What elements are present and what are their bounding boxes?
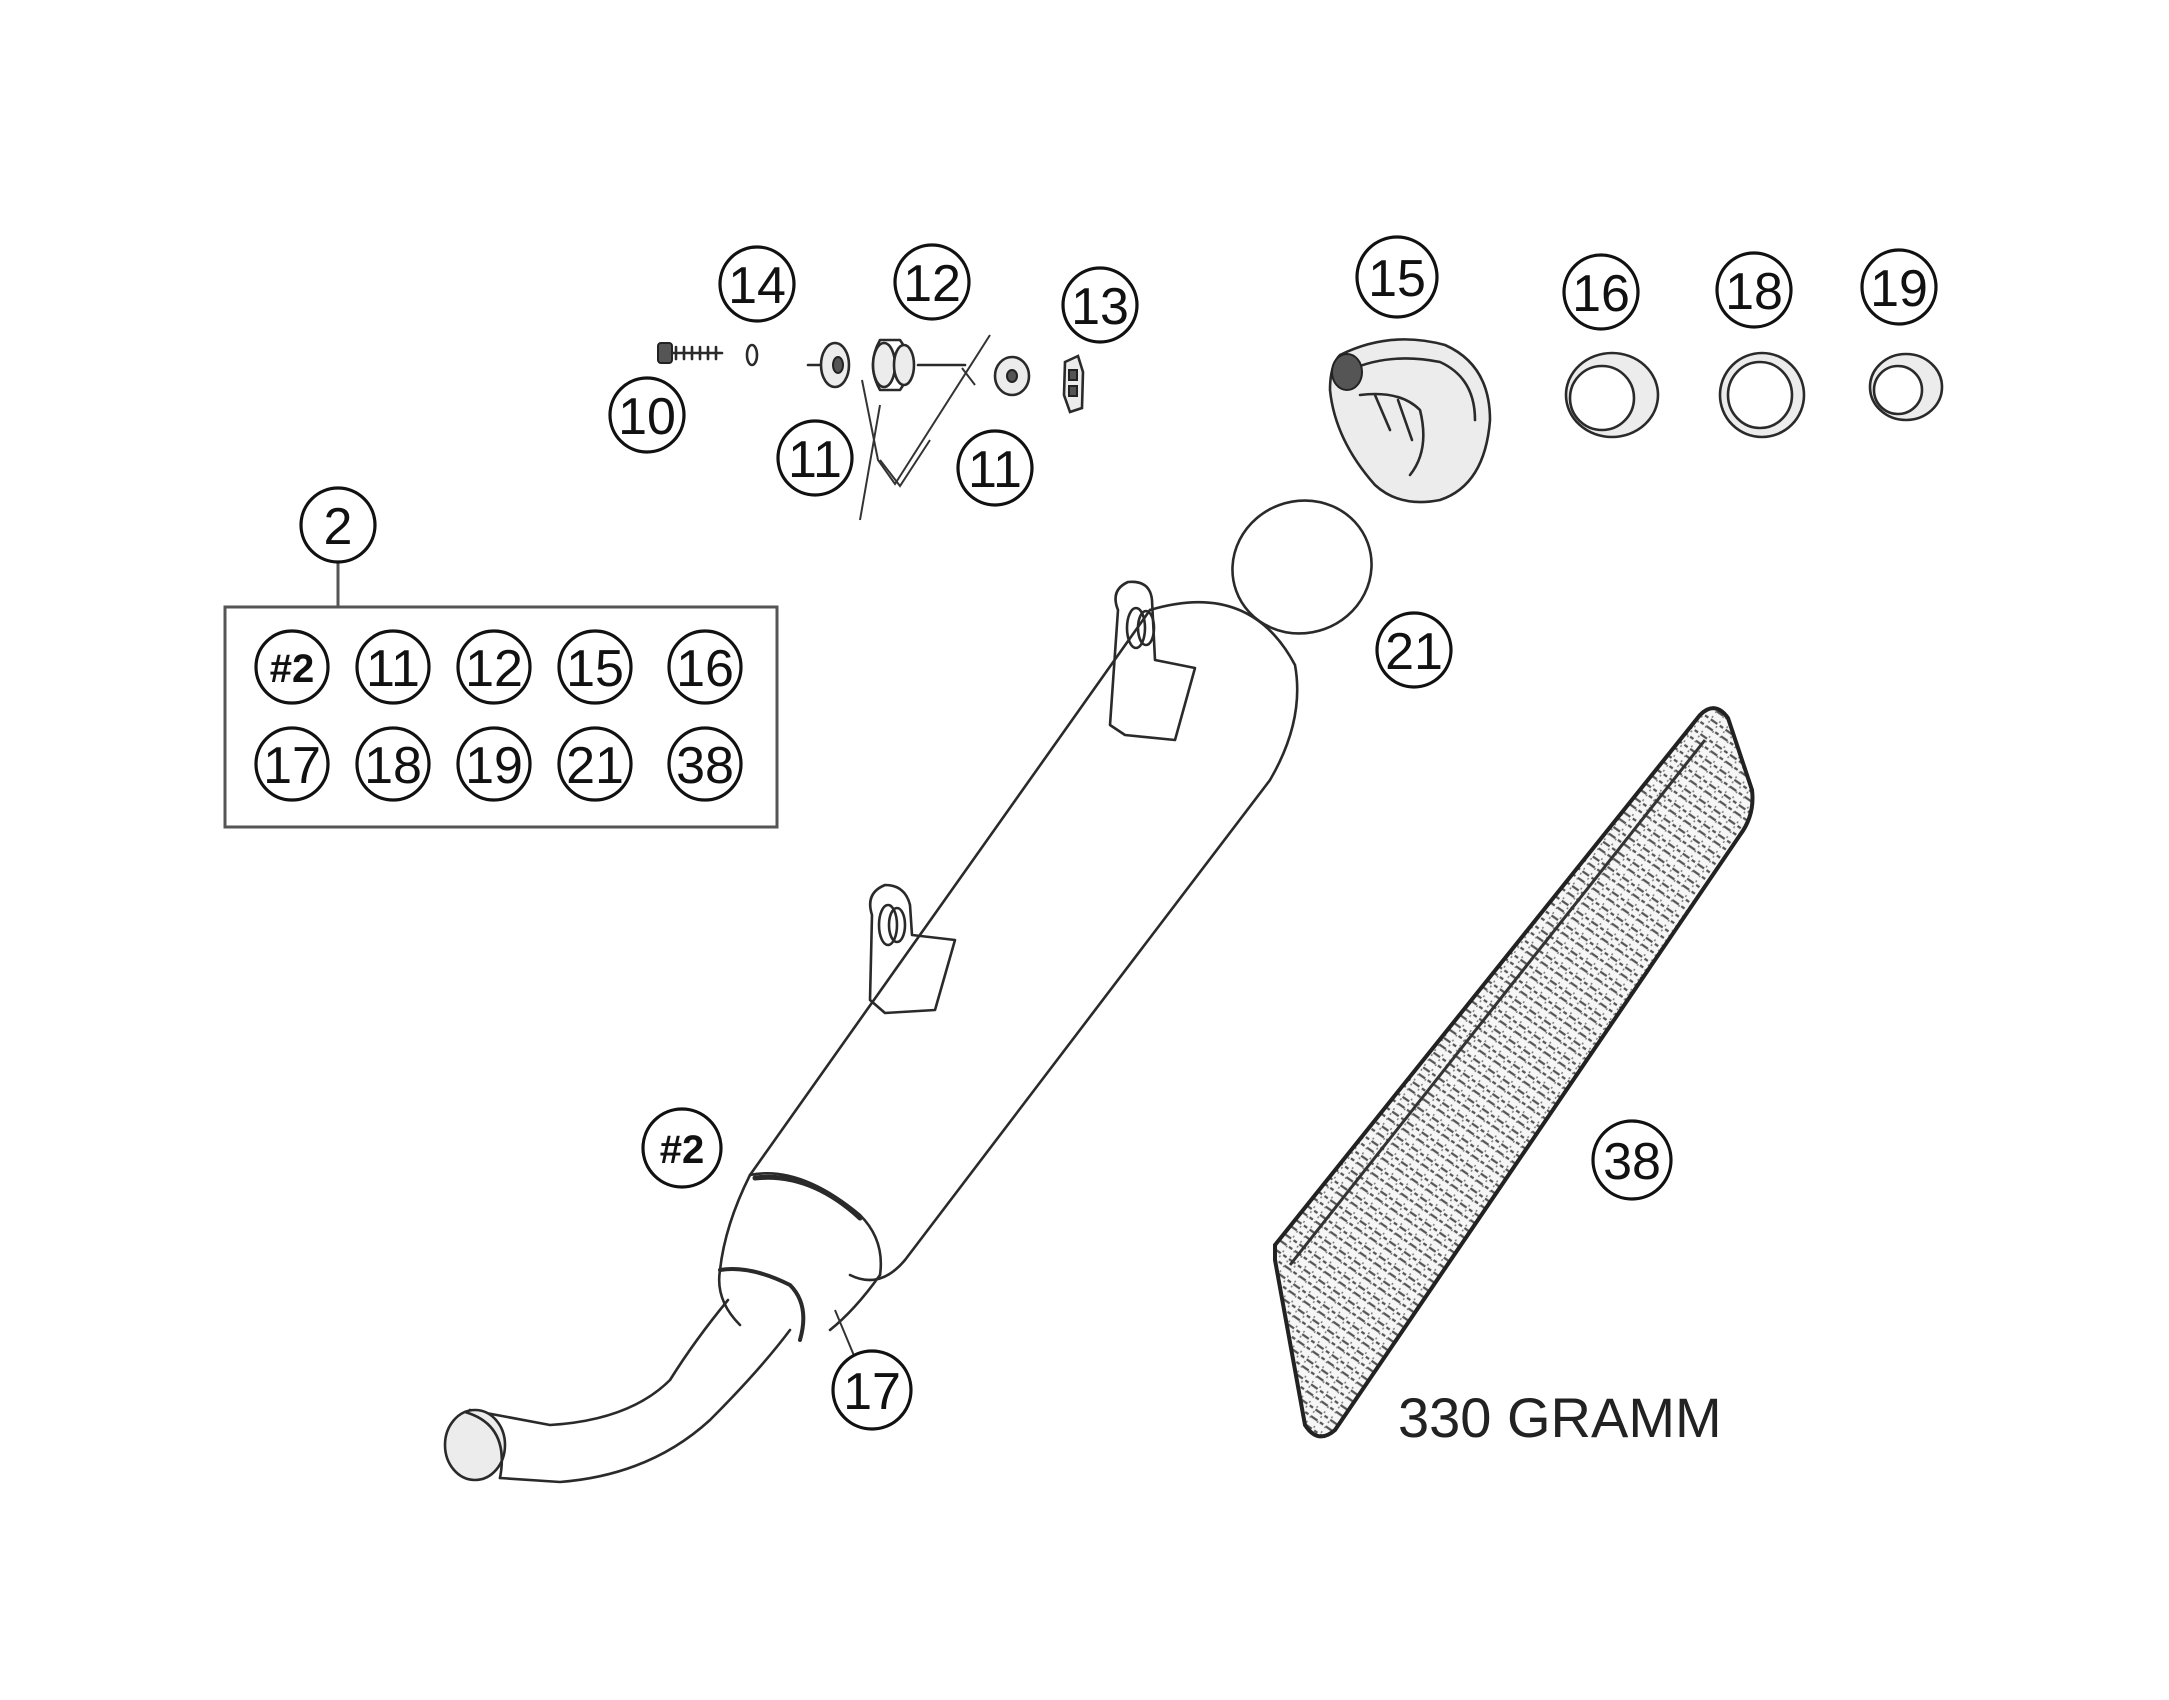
callout-16[interactable]: 16 [1562, 253, 1640, 331]
inlet-pipe-part[interactable] [443, 1298, 861, 1484]
callout-label: 17 [843, 1363, 901, 1421]
oring-21-part[interactable] [1214, 481, 1391, 653]
packing-material-part[interactable] [1273, 706, 1755, 1439]
callout-10[interactable]: 10 [608, 376, 686, 454]
callout-label: 14 [728, 257, 786, 315]
callout-label: 18 [1725, 263, 1783, 321]
kit-item-label: 21 [566, 737, 624, 795]
callout-label: 15 [1368, 250, 1426, 308]
ring-19-part[interactable] [1868, 352, 1944, 422]
callout-label: 10 [618, 388, 676, 446]
callout-13[interactable]: 13 [1061, 266, 1139, 344]
mounting-hardware: 10 11 11 12 13 14 [608, 243, 1139, 521]
callout-label: 2 [324, 498, 353, 556]
kit-item[interactable]: 18 [355, 726, 431, 802]
callout-18[interactable]: 18 [1715, 251, 1793, 329]
callout-label: 16 [1572, 265, 1630, 323]
callout-11-right[interactable]: 11 [956, 429, 1034, 507]
nut-part[interactable] [1062, 354, 1085, 414]
kit-item-label: 18 [364, 737, 422, 795]
callout-label: 19 [1870, 260, 1928, 318]
bracket-outline [861, 334, 991, 486]
callout-38[interactable]: 38 [1591, 1119, 1673, 1201]
ring-18-part[interactable] [1718, 351, 1806, 439]
kit-item-label: 16 [676, 640, 734, 698]
kit-item-label: 12 [465, 640, 523, 698]
kit-item[interactable]: 12 [456, 629, 532, 705]
callout-21[interactable]: 21 [1375, 611, 1453, 689]
callout-label: 11 [788, 431, 842, 489]
kit-item-label: 19 [465, 737, 523, 795]
callout-14[interactable]: 14 [718, 245, 796, 323]
callout-label: 12 [903, 255, 961, 313]
kit-group: 2 #2 11 12 15 16 17 18 19 21 38 [223, 486, 779, 829]
grommet-left-part[interactable] [806, 341, 851, 389]
callout-label: 13 [1071, 278, 1129, 336]
callout-19[interactable]: 19 [1860, 248, 1938, 326]
callout-kit-number[interactable]: 2 [299, 486, 377, 564]
kit-item-label: 15 [566, 640, 624, 698]
kit-item[interactable]: 15 [557, 629, 633, 705]
kit-item-label: 17 [263, 737, 321, 795]
bolt-part[interactable] [657, 342, 724, 364]
callout-11-left[interactable]: 11 [776, 419, 854, 497]
callout-label: #2 [660, 1128, 705, 1172]
kit-item-label: 38 [676, 737, 734, 795]
kit-item[interactable]: 38 [667, 726, 743, 802]
small-washer-part[interactable] [745, 343, 759, 367]
callout-label: 21 [1385, 623, 1443, 681]
kit-item-label: #2 [270, 647, 315, 691]
kit-item[interactable]: 19 [456, 726, 532, 802]
callout-label: 11 [968, 441, 1022, 499]
callout-17[interactable]: 17 [831, 1349, 913, 1431]
callout-silencer-2[interactable]: #2 [641, 1107, 723, 1189]
grommet-right-part[interactable] [993, 355, 1031, 397]
end-cap-part[interactable] [1328, 338, 1492, 504]
kit-item-label: 11 [366, 640, 420, 698]
bushing-part[interactable] [871, 338, 967, 392]
kit-item[interactable]: 16 [667, 629, 743, 705]
kit-item[interactable]: #2 [254, 629, 330, 705]
ring-16-part[interactable] [1564, 351, 1660, 439]
kit-item[interactable]: 17 [254, 726, 330, 802]
bracket-outline-3 [961, 367, 976, 386]
kit-contents-box [223, 605, 779, 829]
callout-15[interactable]: 15 [1355, 235, 1439, 319]
kit-item[interactable]: 11 [355, 629, 431, 705]
silencer-body-part[interactable] [717, 580, 1299, 1342]
kit-item[interactable]: 21 [557, 726, 633, 802]
bracket-outline-2 [859, 404, 931, 521]
callout-12[interactable]: 12 [893, 243, 971, 321]
callout-label: 38 [1603, 1133, 1661, 1191]
weight-label: 330 GRAMM [1398, 1386, 1722, 1449]
